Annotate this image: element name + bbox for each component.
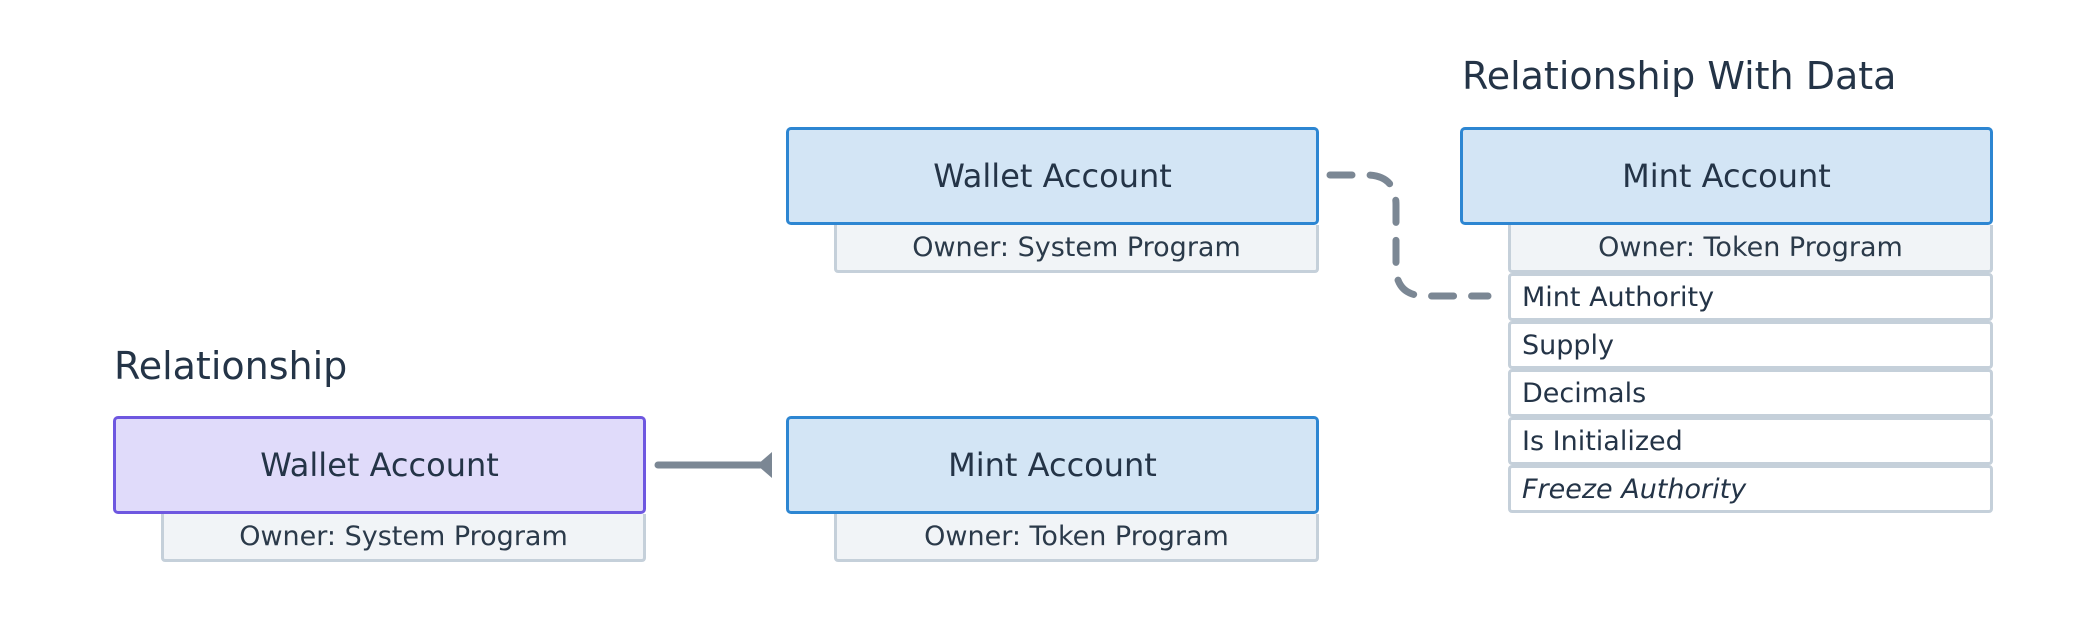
- mint-field-freeze-authority: Freeze Authority: [1508, 465, 1993, 513]
- mint-authority-dashed-connector: [1326, 171, 1492, 300]
- mint-field-decimals: Decimals: [1508, 369, 1993, 417]
- mint-account-node[interactable]: Mint Account: [786, 416, 1319, 514]
- mint-account-label: Mint Account: [1622, 157, 1831, 195]
- mint-owner-label: Owner: Token Program: [1508, 225, 1993, 273]
- mint-field-supply: Supply: [1508, 321, 1993, 369]
- relationship-with-data-title: Relationship With Data: [1462, 54, 1897, 98]
- wallet-owner-label: Owner: System Program: [161, 514, 646, 562]
- mint-field-mint-authority: Mint Authority: [1508, 273, 1993, 321]
- wallet-account-label: Wallet Account: [933, 157, 1172, 195]
- wallet-account-node-highlighted[interactable]: Wallet Account: [113, 416, 646, 514]
- wallet-account-label: Wallet Account: [260, 446, 499, 484]
- mint-owner-label: Owner: Token Program: [834, 514, 1319, 562]
- wallet-account-node[interactable]: Wallet Account: [786, 127, 1319, 225]
- mint-account-label: Mint Account: [948, 446, 1157, 484]
- mint-account-node[interactable]: Mint Account: [1460, 127, 1993, 225]
- connector-arrowhead-icon: [757, 452, 772, 478]
- relationship-title: Relationship: [114, 344, 348, 388]
- wallet-owner-label: Owner: System Program: [834, 225, 1319, 273]
- mint-field-is-initialized: Is Initialized: [1508, 417, 1993, 465]
